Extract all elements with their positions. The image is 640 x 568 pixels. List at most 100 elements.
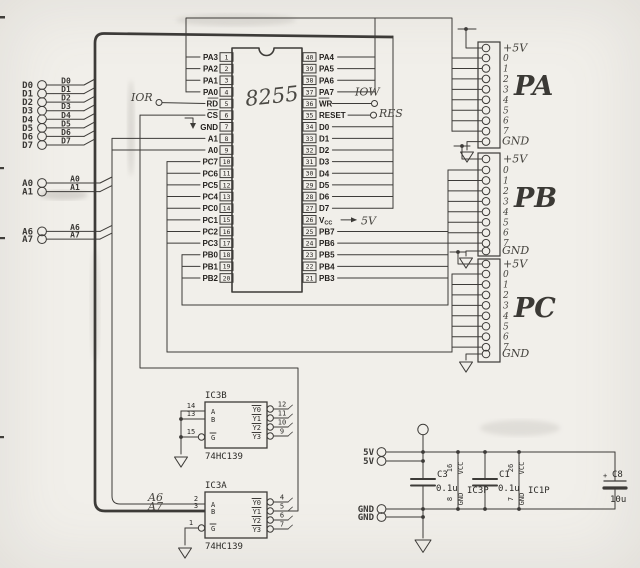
junction-dot — [483, 450, 487, 454]
pin-number-5: 5 — [280, 503, 284, 511]
power-terminal-GND — [376, 504, 387, 514]
connector-PA-label-7: 7 — [503, 127, 509, 137]
net-label-D3: D3 — [61, 102, 71, 111]
connector-title-PA: PA — [513, 71, 553, 102]
cap-value-C8: 10u — [610, 495, 626, 505]
terminal-D6 — [37, 131, 47, 142]
pin-number-7: 7 — [225, 123, 229, 131]
data-bus-thick — [93, 32, 394, 513]
net-label-D1: D1 — [61, 85, 71, 94]
pin-number-10: 10 — [223, 158, 231, 166]
decoder-input-B: B — [211, 416, 215, 424]
net-label-D2: D2 — [61, 94, 71, 103]
pin-label-D0: D0 — [319, 123, 330, 132]
pa-bus — [185, 17, 453, 132]
wire — [465, 250, 483, 257]
pin-label-WR: WR — [319, 100, 333, 109]
pin-number-11: 11 — [278, 410, 286, 418]
terminal-label-D2: D2 — [22, 98, 33, 108]
pin-number-3: 3 — [225, 77, 229, 85]
terminal-D4 — [37, 114, 47, 125]
pin-label-PA5: PA5 — [319, 65, 335, 74]
terminal-label-D4: D4 — [22, 115, 33, 125]
connector-PA-label-2: 2 — [502, 75, 509, 85]
pin-label-VCC: VCC — [319, 216, 332, 227]
terminal-label-D5: D5 — [22, 124, 33, 134]
connector-title-PB: PB — [513, 183, 557, 214]
connector-PA-label-1: 1 — [503, 64, 509, 74]
pin-number-4: 4 — [225, 88, 229, 96]
pin-label-PB6: PB6 — [319, 239, 335, 248]
wire-D7 — [83, 138, 96, 146]
connector-PC-label-6: 6 — [503, 333, 509, 343]
pin-number-4: 4 — [280, 494, 284, 502]
pin-label-PC3: PC3 — [202, 239, 218, 248]
net-label-A1: A1 — [70, 183, 80, 192]
wire-tick — [287, 524, 293, 530]
pin-box-13 — [219, 191, 234, 202]
wire-tick — [287, 515, 293, 521]
icpwr-gndpin-IC1P: 7 — [507, 497, 515, 501]
terminal-D1 — [37, 88, 47, 99]
terminal-label-D6: D6 — [22, 132, 33, 142]
pin-box-10 — [219, 156, 234, 167]
pin-number-19: 19 — [223, 263, 231, 271]
pin-label-GND: GND — [200, 123, 218, 132]
ic-designator-IC3B: IC3B — [205, 391, 227, 401]
cap-value-C1: 0.1u — [498, 484, 520, 494]
pin-box-37 — [302, 87, 317, 97]
pin-number-2: 2 — [225, 65, 229, 73]
connector-PB-pin-6 — [481, 228, 491, 237]
connector-PA-pin-2 — [481, 74, 491, 84]
icpwr-vcc-IC1P: VCC — [518, 462, 526, 475]
net-label-A6: A6 — [147, 491, 163, 504]
terminal-label-A6: A6 — [22, 227, 33, 237]
pin-number-26: 26 — [306, 216, 314, 224]
ground-symbol — [178, 547, 192, 559]
connector-PC-label-1: 1 — [503, 280, 509, 290]
wire-D6 — [83, 129, 96, 137]
pin-label-PA0: PA0 — [203, 88, 219, 97]
invert-bubble — [197, 524, 206, 532]
vcc-arrowhead — [351, 217, 357, 223]
wire-D2 — [83, 95, 96, 103]
decoder-output-Y0: Y0 — [253, 406, 261, 414]
wire-tick — [287, 506, 293, 512]
pin-label-PB0: PB0 — [202, 251, 218, 260]
pin-box-34 — [302, 121, 317, 132]
pin-number-1: 1 — [225, 53, 229, 61]
pin-box-27 — [302, 203, 317, 213]
gnd-hook — [184, 117, 194, 126]
iow-bubble — [371, 100, 378, 108]
power-terminal-5V — [376, 456, 387, 466]
pin-label-D2: D2 — [319, 146, 330, 155]
net-label-A6: A6 — [70, 223, 80, 232]
terminal-label-D3: D3 — [22, 107, 33, 117]
decoder-output-Y0: Y0 — [253, 499, 261, 507]
terminal-label-D1: D1 — [22, 90, 33, 100]
pin-box-11 — [219, 168, 234, 179]
pin-box-36 — [302, 98, 317, 109]
connector-PB-label-2: 2 — [502, 187, 509, 197]
decoder-output-Y2: Y2 — [253, 424, 261, 432]
pin-number-31: 31 — [306, 158, 314, 166]
net-label-D5: D5 — [61, 119, 71, 128]
pin-number-29: 29 — [306, 181, 314, 189]
ior-bubble — [155, 99, 163, 106]
vcc-supply-label: 5V — [361, 214, 377, 227]
pin-label-PB1: PB1 — [202, 262, 218, 271]
pin-box-1 — [219, 52, 234, 62]
res-bubble — [370, 111, 377, 119]
pin-number-34: 34 — [306, 123, 314, 131]
pin-number-35: 35 — [306, 112, 314, 120]
wire-A0 — [99, 176, 113, 184]
pin-box-14 — [219, 203, 234, 213]
connector-PC-label-3: 3 — [503, 301, 509, 311]
ground-symbol — [174, 456, 188, 468]
junction-dot — [456, 507, 460, 511]
pin-number-30: 30 — [306, 170, 314, 178]
invert-bubble — [266, 432, 274, 440]
pin-number-12: 12 — [223, 181, 231, 189]
pin-number-15: 15 — [223, 216, 231, 224]
